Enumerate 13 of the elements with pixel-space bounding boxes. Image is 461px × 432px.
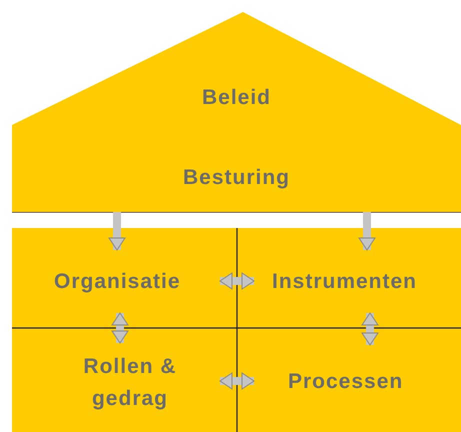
block-arrow <box>358 212 376 250</box>
roof-subtitle: Besturing <box>182 165 291 191</box>
block-arrow <box>220 372 254 390</box>
block-arrow <box>108 212 126 250</box>
block-arrow <box>362 312 378 346</box>
block-label: Instrumenten <box>272 268 418 294</box>
block-label: Rollen & gedrag <box>82 354 178 412</box>
roof-title: Beleid <box>200 85 272 111</box>
block-label: Processen <box>288 369 404 395</box>
block-arrow <box>220 272 254 290</box>
block-label: Organisatie <box>54 268 181 294</box>
block-arrow <box>112 312 128 344</box>
roof-shape <box>12 12 461 212</box>
